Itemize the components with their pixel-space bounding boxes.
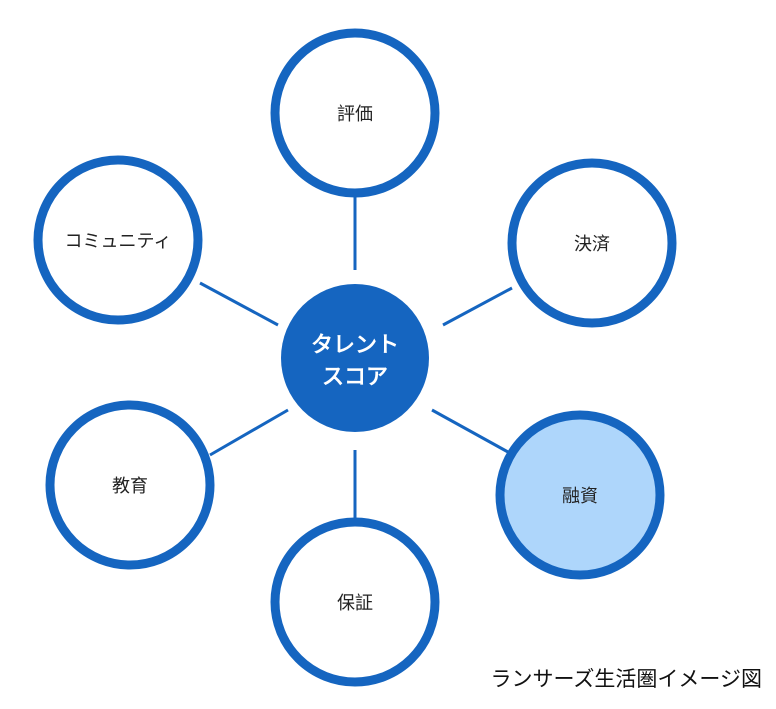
connector-education xyxy=(209,408,289,457)
center-label-line1: タレント xyxy=(311,333,399,358)
node-community: コミュニティ xyxy=(33,155,203,325)
node-evaluation: 評価 xyxy=(270,28,440,198)
center-label-line2: スコア xyxy=(322,365,388,390)
node-label-evaluation: 評価 xyxy=(337,104,373,125)
node-label-financing: 融資 xyxy=(562,486,598,507)
node-label-education: 教育 xyxy=(112,476,148,497)
center-node xyxy=(281,284,429,432)
connector-payment xyxy=(442,286,513,327)
node-education: 教育 xyxy=(45,400,215,570)
diagram-caption: ランサーズ生活圏イメージ図 xyxy=(490,667,762,691)
connector-community xyxy=(199,281,279,327)
node-label-payment: 決済 xyxy=(574,234,610,255)
node-financing: 融資 xyxy=(495,410,665,580)
node-guarantee: 保証 xyxy=(270,517,440,687)
node-label-guarantee: 保証 xyxy=(337,593,373,614)
node-label-community: コミュニティ xyxy=(65,231,172,252)
node-payment: 決済 xyxy=(507,158,677,328)
connector-financing xyxy=(431,408,509,454)
